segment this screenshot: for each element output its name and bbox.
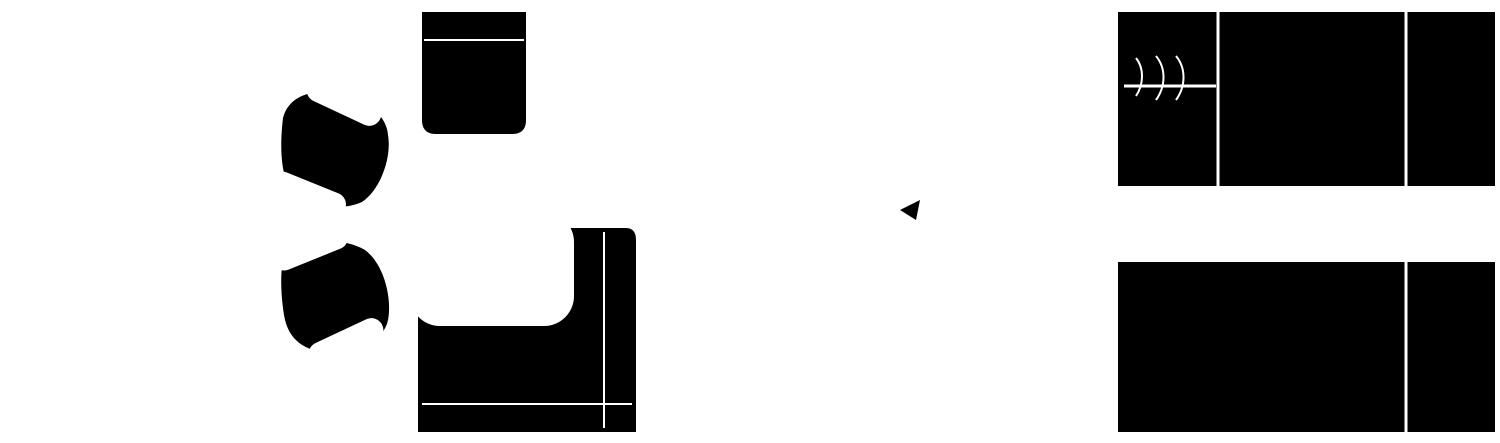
rear-beds (1118, 12, 1495, 432)
kitchen-counter (636, 268, 884, 432)
dinette-table (410, 212, 574, 326)
sink (788, 286, 840, 338)
washbasin (852, 12, 964, 138)
cab (10, 12, 352, 432)
fridge-cabinet (802, 358, 866, 432)
toilet (890, 350, 950, 410)
entry-door-swing (900, 200, 920, 220)
steering-wheel (162, 256, 244, 340)
passenger-seat (270, 78, 389, 217)
wardrobe (710, 12, 852, 162)
dinette-bench (418, 228, 636, 432)
driver-seat (272, 225, 390, 366)
shower (964, 12, 1118, 158)
rear-wall-heater (1054, 302, 1118, 432)
hob (650, 330, 734, 398)
side-seat (422, 12, 526, 134)
